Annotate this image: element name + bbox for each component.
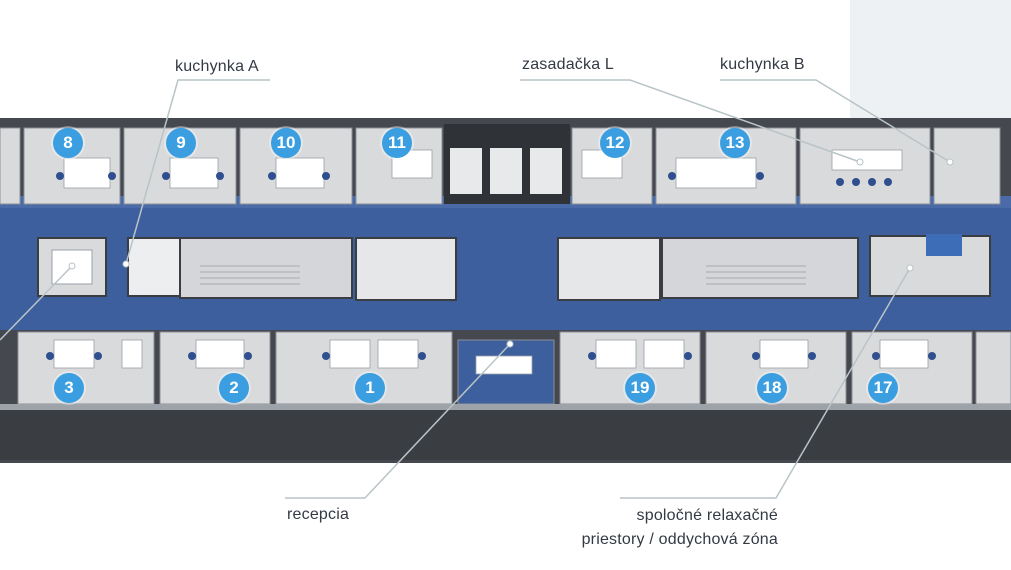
leader-relax-zone <box>620 267 911 499</box>
office-room <box>975 331 1011 405</box>
office-badge-12[interactable]: 12 <box>600 128 630 158</box>
kitchen-a-room <box>127 237 181 297</box>
elevator-car <box>450 148 482 194</box>
office-badge-1[interactable]: 1 <box>355 373 385 403</box>
relax-sofa <box>926 234 962 256</box>
staircase-right <box>661 237 859 299</box>
office-room <box>0 127 21 205</box>
building-facade <box>0 410 1011 460</box>
washroom-right <box>557 237 661 301</box>
office-badge-8[interactable]: 8 <box>53 128 83 158</box>
label-kitchen-b: kuchynka B <box>720 56 805 73</box>
leader-reception <box>285 343 511 499</box>
label-reception: recepcia <box>287 506 350 523</box>
bottom-chairs <box>46 352 936 360</box>
leader-kitchen-b <box>720 79 951 163</box>
middle-core <box>37 234 991 301</box>
office-badge-2[interactable]: 2 <box>219 373 249 403</box>
leader-lines <box>0 79 951 499</box>
office-badge-18[interactable]: 18 <box>757 373 787 403</box>
office-badge-9[interactable]: 9 <box>166 128 196 158</box>
office-badge-3[interactable]: 3 <box>54 373 84 403</box>
top-chairs <box>56 172 892 186</box>
office-badge-19[interactable]: 19 <box>625 373 655 403</box>
label-relax-line2: priestory / oddychová zóna <box>581 531 778 548</box>
office-badge-11[interactable]: 11 <box>382 128 412 158</box>
leader-meeting-small <box>0 265 73 341</box>
label-meeting-l: zasadačka L <box>522 56 615 73</box>
leader-kitchen-a <box>125 79 270 265</box>
kitchen-b-room <box>933 127 1001 205</box>
office-badge-13[interactable]: 13 <box>720 128 750 158</box>
leader-dots <box>68 158 954 348</box>
bottom-desks <box>53 339 929 375</box>
stair-steps <box>200 265 806 285</box>
office-badge-10[interactable]: 10 <box>271 128 301 158</box>
leader-meeting-l <box>520 79 861 163</box>
label-kitchen-a: kuchynka A <box>175 58 259 75</box>
label-relax-zone: spoločné relaxačné priestory / oddychová… <box>582 504 778 552</box>
washroom-left <box>355 237 457 301</box>
elevator-car <box>530 148 562 194</box>
facade-strip <box>0 404 1011 410</box>
staircase-left <box>179 237 353 299</box>
office-badge-17[interactable]: 17 <box>868 373 898 403</box>
elevator-car <box>490 148 522 194</box>
label-relax-line1: spoločné relaxačné <box>636 507 778 524</box>
